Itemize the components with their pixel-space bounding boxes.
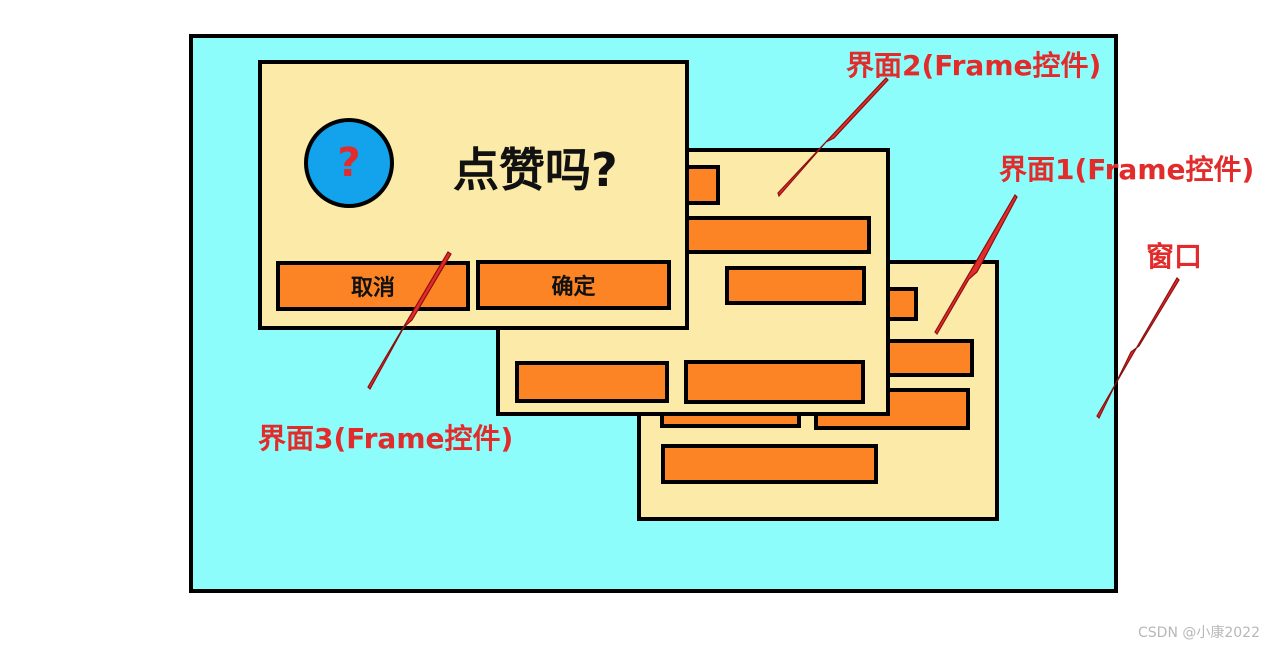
frame-2-bar [670, 216, 871, 254]
arrow-frame2 [777, 77, 889, 198]
watermark: CSDN @小康2022 [1138, 625, 1260, 641]
question-icon: ? [304, 118, 394, 208]
label-window: 窗口 [1146, 240, 1203, 273]
frame-2-bar [515, 361, 669, 403]
dialog-title: 点赞吗? [453, 143, 618, 197]
arrow-frame3 [367, 251, 452, 390]
frame-2-bar [684, 360, 865, 404]
frame-1-bar [661, 444, 878, 484]
label-frame3: 界面3(Frame控件) [258, 422, 514, 455]
confirm-button[interactable]: 确定 [476, 260, 671, 310]
frame-1-bar [880, 339, 974, 377]
frame-2-bar [725, 266, 866, 305]
arrow-window [1096, 277, 1180, 420]
arrow-frame1 [934, 194, 1018, 335]
label-frame2: 界面2(Frame控件) [846, 49, 1102, 82]
label-frame1: 界面1(Frame控件) [999, 153, 1255, 186]
